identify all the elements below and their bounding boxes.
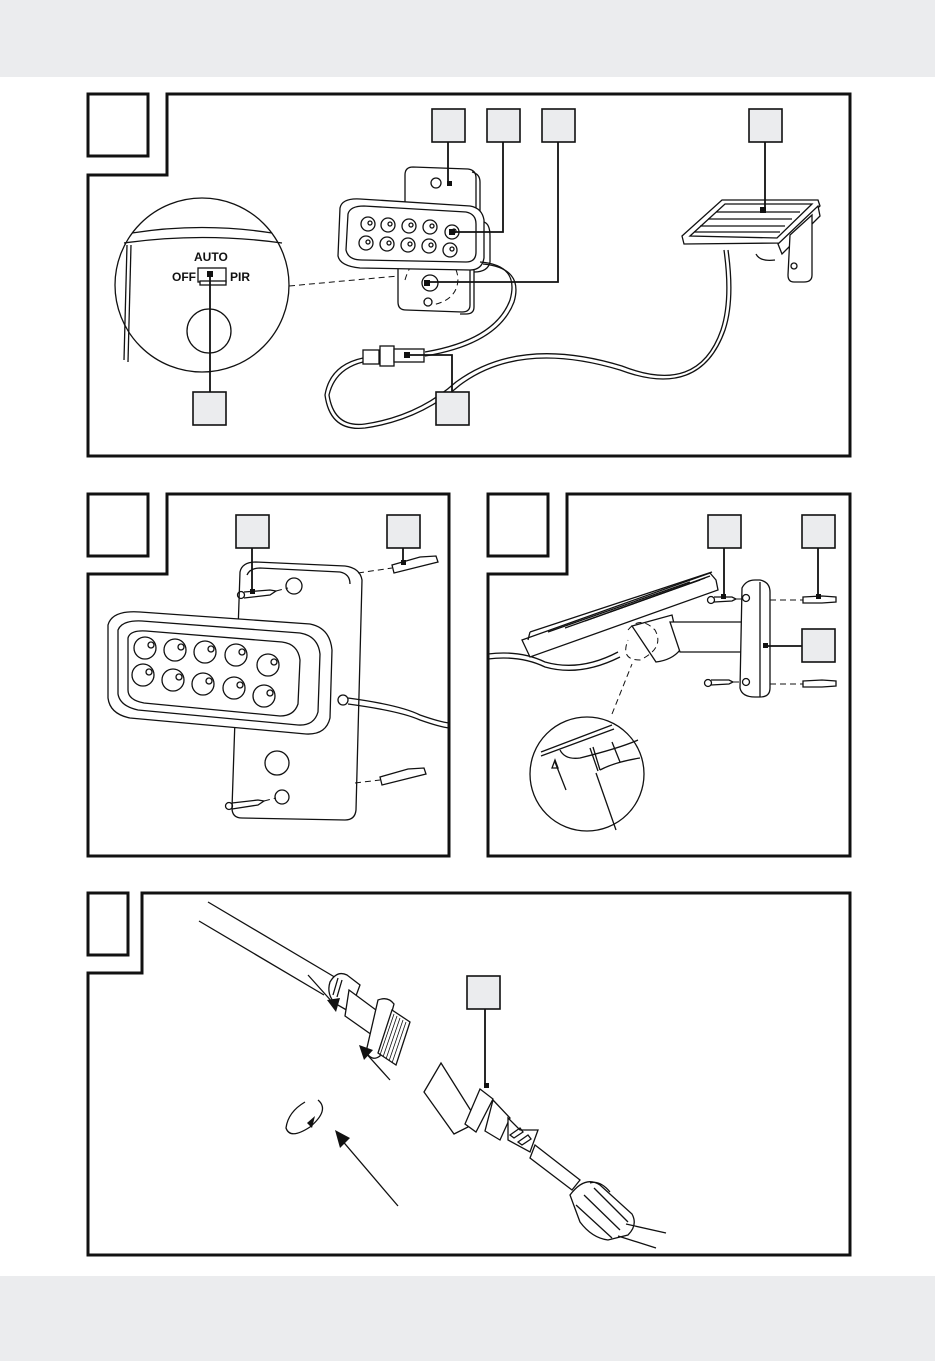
magnifier-dash-line bbox=[288, 275, 399, 287]
label-box-bracket bbox=[801, 628, 836, 663]
switch-label-auto: AUTO bbox=[194, 250, 228, 264]
figure-1-number-box bbox=[86, 92, 150, 158]
label-box-screw bbox=[235, 514, 270, 549]
label-box-dowel bbox=[386, 514, 421, 549]
bracket-arm bbox=[669, 621, 748, 653]
cable-plug bbox=[423, 1061, 581, 1191]
header-band bbox=[0, 0, 935, 77]
dowel-bottom bbox=[379, 767, 427, 786]
solar-panel bbox=[521, 571, 719, 658]
label-box-dowel bbox=[801, 514, 836, 549]
led-spotlight bbox=[337, 166, 491, 315]
figure-3 bbox=[486, 492, 852, 858]
arrow-push-in bbox=[307, 974, 340, 1012]
threaded-socket bbox=[198, 901, 411, 1067]
arrow-push-plug-bottom bbox=[335, 1130, 399, 1207]
switch-label-pir: PIR bbox=[230, 270, 250, 284]
led-spotlight-head bbox=[107, 611, 333, 735]
screw-cap bbox=[569, 1181, 667, 1249]
dowel-top bbox=[802, 595, 837, 604]
cable-connector bbox=[362, 345, 425, 367]
label-box-mounting-plate bbox=[431, 108, 466, 143]
dowel-top bbox=[391, 555, 439, 574]
switch-detail-magnifier: AUTO OFF PIR bbox=[114, 197, 290, 426]
solar-cable bbox=[487, 651, 619, 666]
figure-4 bbox=[86, 891, 852, 1257]
figure-1-frame bbox=[86, 92, 852, 458]
footer-band bbox=[0, 1276, 935, 1361]
figure-2-frame bbox=[86, 492, 451, 858]
label-box-plug bbox=[466, 975, 501, 1010]
label-box-switch bbox=[192, 391, 227, 426]
figure-2 bbox=[86, 492, 451, 858]
label-box-motion-sensor bbox=[541, 108, 576, 143]
figure-1: AUTO OFF PIR bbox=[86, 92, 852, 458]
label-box-connector bbox=[435, 391, 470, 426]
figure-3-number-box bbox=[486, 492, 550, 558]
figure-4-frame bbox=[86, 891, 852, 1257]
arrow-push-plug-top bbox=[359, 1045, 391, 1081]
figure-3-frame bbox=[486, 492, 852, 858]
led-array bbox=[358, 216, 460, 258]
wall-bracket-base bbox=[739, 579, 771, 698]
rotate-arrow-icon bbox=[285, 1099, 324, 1135]
solar-panel bbox=[681, 199, 821, 283]
sensor-lens-detail bbox=[186, 308, 232, 354]
label-box-led bbox=[486, 108, 521, 143]
label-box-screw bbox=[707, 514, 742, 549]
hinge-detail-magnifier bbox=[529, 663, 645, 832]
dowel-bottom bbox=[802, 679, 837, 688]
led-array bbox=[131, 636, 280, 708]
switch-label-off: OFF bbox=[172, 270, 196, 284]
label-box-solar-panel bbox=[748, 108, 783, 143]
screw-bottom bbox=[703, 678, 735, 688]
figure-4-number-box bbox=[86, 891, 130, 957]
figure-2-number-box bbox=[86, 492, 150, 558]
solar-cable bbox=[324, 249, 732, 430]
